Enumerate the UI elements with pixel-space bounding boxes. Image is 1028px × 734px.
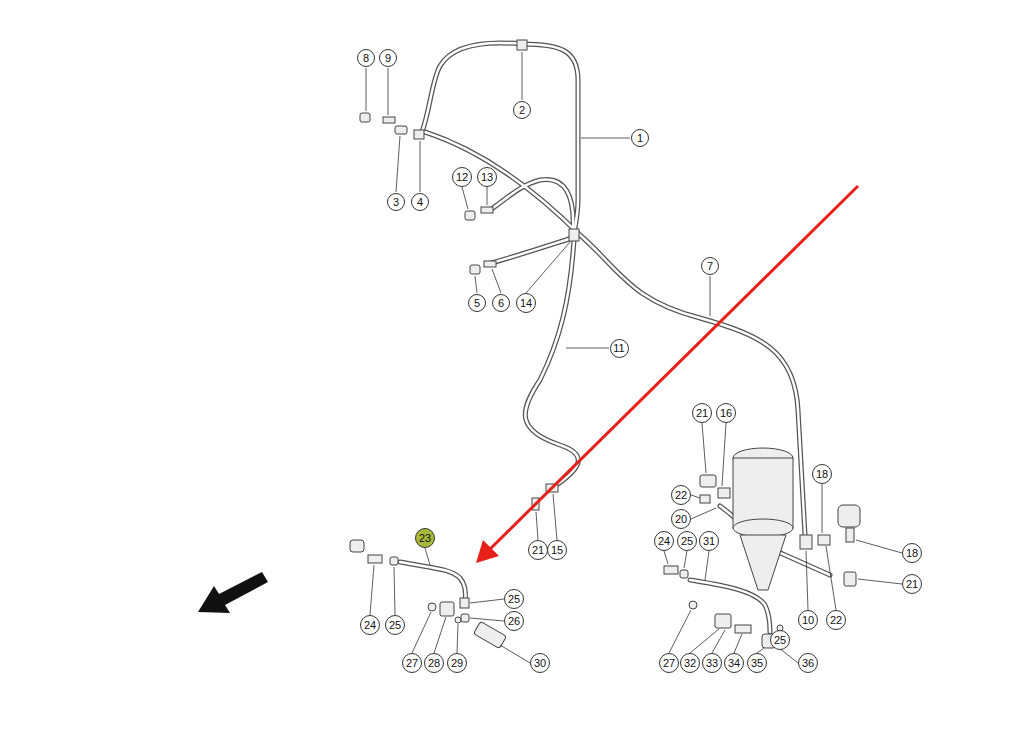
callout-circle: 18 (902, 543, 922, 563)
callout-number: 25 (681, 536, 693, 547)
callout-number: 12 (456, 172, 468, 183)
callout-circle: 21 (902, 574, 922, 594)
callout-circle: 36 (798, 653, 818, 673)
callout-circle: 25 (677, 531, 697, 551)
hose-outline (400, 43, 830, 632)
callout-circle: 29 (447, 653, 467, 673)
callout-circle: 24 (654, 531, 674, 551)
callout-number: 27 (663, 658, 675, 669)
callout-number: 29 (451, 658, 463, 669)
callout-number: 25 (389, 620, 401, 631)
callout-circle: 22 (826, 610, 846, 630)
callout-circle: 25 (385, 615, 405, 635)
callout-circle: 33 (702, 653, 722, 673)
callout-circle: 21 (528, 540, 548, 560)
callout-circle: 15 (547, 540, 567, 560)
callout-circle: 31 (699, 531, 719, 551)
callout-number: 23 (419, 533, 431, 544)
hoses (400, 43, 830, 632)
callout-circle: 23 (415, 528, 435, 548)
callout-number: 21 (906, 579, 918, 590)
callout-circle: 27 (659, 653, 679, 673)
callout-number: 20 (675, 514, 687, 525)
callout-number: 26 (508, 616, 520, 627)
callout-number: 28 (428, 658, 440, 669)
callout-circle: 35 (747, 653, 767, 673)
callout-circle: 6 (492, 294, 510, 312)
callout-number: 31 (703, 536, 715, 547)
callout-number: 25 (774, 635, 786, 646)
callout-circle: 22 (671, 485, 691, 505)
callout-number: 4 (417, 197, 423, 208)
callout-number: 18 (906, 548, 918, 559)
callout-circle: 9 (379, 49, 397, 67)
callout-number: 8 (363, 53, 369, 64)
fittings (350, 40, 860, 649)
callout-number: 10 (802, 615, 814, 626)
callout-circle: 13 (477, 167, 497, 187)
callout-number: 24 (658, 536, 670, 547)
callout-number: 6 (498, 298, 504, 309)
callout-number: 25 (508, 594, 520, 605)
callout-circle: 7 (701, 257, 719, 275)
callout-number: 2 (519, 105, 525, 116)
callout-number: 7 (707, 261, 713, 272)
callout-number: 14 (520, 298, 532, 309)
callout-circle: 32 (680, 653, 700, 673)
callout-circle: 26 (504, 611, 524, 631)
callout-circle: 12 (452, 167, 472, 187)
callout-circle: 27 (402, 653, 422, 673)
callout-number: 16 (720, 408, 732, 419)
callout-number: 11 (613, 343, 624, 354)
callout-circle: 28 (424, 653, 444, 673)
leader-lines (366, 52, 902, 663)
callout-circle: 18 (812, 464, 832, 484)
callout-number: 13 (481, 172, 493, 183)
callout-number: 21 (532, 545, 544, 556)
callout-circle: 34 (724, 653, 744, 673)
callout-circle: 30 (530, 653, 550, 673)
callout-circle: 4 (411, 193, 429, 211)
callout-number: 35 (751, 658, 763, 669)
callout-circle: 8 (357, 49, 375, 67)
callout-circle: 10 (798, 610, 818, 630)
callout-number: 5 (474, 298, 480, 309)
direction-arrow (198, 572, 268, 613)
callout-number: 9 (385, 53, 391, 64)
callout-circle: 24 (360, 615, 380, 635)
callout-circle: 20 (671, 509, 691, 529)
callout-circle: 16 (716, 403, 736, 423)
callout-circle: 14 (516, 293, 536, 313)
callout-number: 32 (684, 658, 696, 669)
callout-circle: 3 (387, 193, 405, 211)
callout-number: 27 (406, 658, 418, 669)
callout-circle: 21 (692, 403, 712, 423)
callout-number: 24 (364, 620, 376, 631)
callout-circle: 11 (610, 339, 629, 358)
callout-number: 36 (802, 658, 814, 669)
callout-number: 3 (393, 197, 399, 208)
callout-circle: 5 (468, 294, 486, 312)
callout-circle: 1 (631, 129, 649, 147)
callout-number: 22 (830, 615, 842, 626)
callout-circle: 2 (513, 101, 531, 119)
red-pointer-arrow (476, 186, 858, 563)
callout-number: 15 (551, 545, 563, 556)
callout-number: 33 (706, 658, 718, 669)
callout-circle: 25 (770, 630, 790, 650)
callout-number: 18 (816, 469, 828, 480)
hose-inner (400, 43, 830, 632)
callout-number: 21 (696, 408, 708, 419)
callout-number: 22 (675, 490, 687, 501)
callout-number: 34 (728, 658, 740, 669)
callout-circle: 25 (504, 589, 524, 609)
callout-number: 1 (637, 133, 643, 144)
callout-number: 30 (534, 658, 546, 669)
